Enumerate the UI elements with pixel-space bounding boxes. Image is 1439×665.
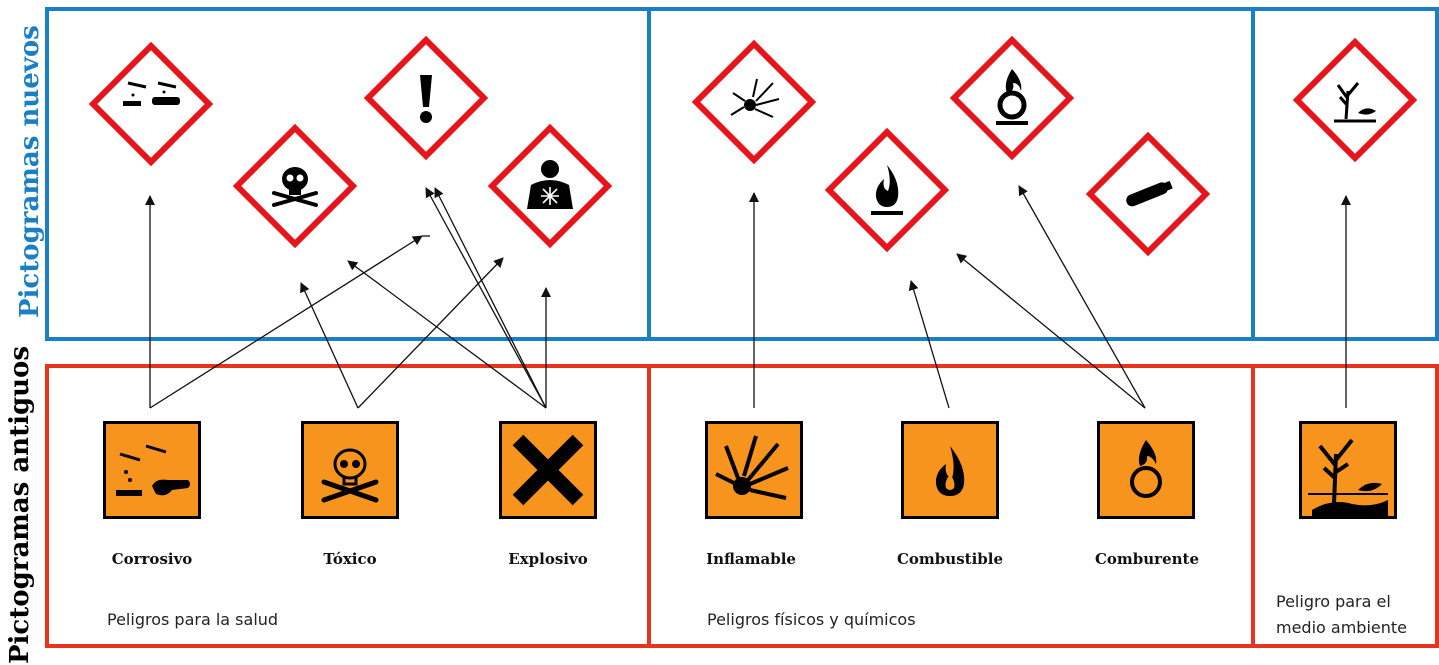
group-physical-label: Peligros físicos y químicos [707,610,916,629]
group-health-label: Peligros para la salud [107,610,279,629]
explosion-icon [715,435,789,500]
caption-corrosivo: Corrosivo [111,550,193,568]
ghs-flammable-icon [871,165,903,215]
caption-combustible: Combustible [896,550,1003,568]
ghs-exclamation-icon [420,75,432,123]
connection-arrows [145,185,1351,409]
group-environment-label-1: Peligro para el [1276,592,1391,611]
caption-toxico: Tóxico [323,550,377,568]
ghs-skull-icon [272,167,318,207]
flame-over-circle-icon [1130,440,1162,498]
ghs-gas-cylinder-icon [1126,180,1173,207]
old-environment-pictogram [1299,421,1397,519]
caption-explosivo: Explosivo [508,550,588,568]
skull-icon [321,448,379,503]
old-explosive-pictogram [705,421,803,519]
old-toxic-pictogram [301,421,399,519]
caption-comburente: Comburente [1094,550,1200,568]
ghs-environment-icon [1334,82,1376,123]
environment-icon [1308,438,1388,516]
group-environment-label-2: medio ambiente [1276,618,1407,637]
x-cross-icon [512,434,584,506]
ghs-explosive-icon [730,78,780,118]
old-oxidizer-pictogram [1097,421,1195,519]
old-flammable-pictogram [901,421,999,519]
old-harmful-pictogram [499,421,597,519]
old-environment-box [1251,364,1439,648]
old-corrosive-pictogram [103,421,201,519]
ghs-health-hazard-icon [527,160,573,209]
corrosive-icon [116,444,190,496]
ghs-corrosive-icon [123,81,180,106]
ghs-oxidizer-icon [996,69,1028,125]
caption-inflamable: Inflamable [706,550,796,568]
flame-icon [935,446,965,496]
new-environment-box [1251,7,1439,341]
